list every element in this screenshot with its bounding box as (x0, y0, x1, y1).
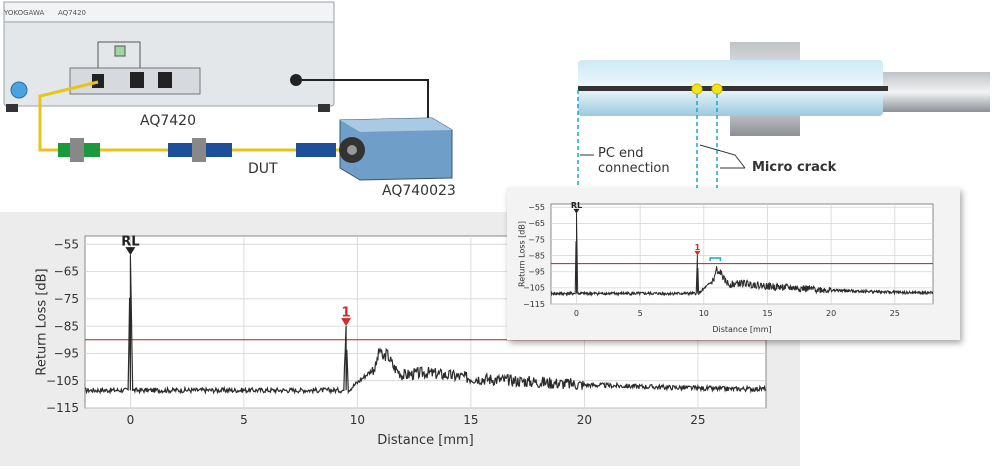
connector-blue (296, 143, 336, 157)
inset-x-tick-label: 5 (638, 309, 643, 318)
fiber-cable (38, 80, 440, 152)
inset-marker-label: RL (571, 201, 582, 210)
aq740023-adapter (339, 117, 453, 181)
inset-crack-bracket (709, 257, 722, 262)
main-y-tick-label: −85 (54, 319, 79, 333)
main-y-axis-label: Return Loss [dB] (34, 268, 49, 375)
inset-marker-triangle (573, 208, 580, 214)
main-y-tick-label: −115 (46, 401, 79, 415)
control-cable (296, 79, 429, 122)
inset-y-tick-label: −115 (523, 300, 545, 309)
main-y-tick-label: −95 (54, 347, 79, 361)
main-return-loss-trace (84, 255, 766, 395)
instrument-foot-left (6, 104, 18, 112)
pc-end-annotation: PC end connection (598, 146, 670, 176)
main-x-tick-label: 20 (577, 413, 592, 427)
inset-x-tick-label: 0 (574, 309, 579, 318)
inset-y-tick-label: −105 (523, 284, 545, 293)
main-x-tick-label: 10 (350, 413, 365, 427)
inset-y-tick-label: −55 (528, 203, 545, 212)
main-x-tick-label: 0 (127, 413, 135, 427)
port-icon (130, 72, 144, 88)
port-icon (92, 74, 104, 88)
fiber-core (578, 86, 888, 91)
adapter-icon (192, 138, 206, 162)
inset-x-tick-label: 25 (890, 309, 900, 318)
indicator-icon (114, 45, 126, 57)
instrument-model-small: AQ7420 (58, 9, 86, 17)
main-marker-triangle (341, 318, 352, 327)
main-x-tick-label: 25 (690, 413, 705, 427)
main-marker-label: 1 (342, 306, 351, 321)
inset-x-tick-label: 10 (699, 309, 709, 318)
instrument-foot-right (318, 104, 330, 112)
inset-return-loss-trace (550, 213, 934, 297)
inset-x-tick-label: 15 (762, 309, 772, 318)
inset-plot-area (550, 203, 934, 305)
inset-x-tick-label: 20 (826, 309, 836, 318)
inset-y-tick-label: −75 (528, 235, 545, 244)
adapter-icon (70, 138, 84, 162)
inset-y-tick-label: −65 (528, 219, 545, 228)
instrument-brand: YOKOGAWA (4, 9, 45, 17)
micro-crack-annotation: Micro crack (752, 160, 837, 175)
main-x-tick-label: 15 (463, 413, 478, 427)
crack-leader-a (699, 144, 746, 169)
inset-x-axis-label: Distance [mm] (712, 325, 771, 334)
inset-y-tick-label: −95 (528, 268, 545, 277)
setup-illustration (3, 1, 453, 181)
main-x-tick-label: 5 (240, 413, 248, 427)
main-y-tick-label: −75 (54, 292, 79, 306)
inset-y-axis-label: Return Loss [dB] (518, 221, 527, 287)
main-x-axis-label: Distance [mm] (377, 433, 473, 448)
pc-end-line1: PC end (598, 146, 644, 161)
aq7420-instrument (3, 1, 335, 112)
main-y-tick-label: −65 (54, 265, 79, 279)
inset-marker-label: 1 (695, 243, 701, 252)
main-y-tick-label: −105 (46, 374, 79, 388)
inset-marker-triangle (694, 250, 701, 256)
main-y-tick-label: −55 (54, 237, 79, 251)
main-marker-label: RL (121, 235, 139, 250)
adapter-label: AQ740023 (382, 183, 456, 199)
instrument-label: AQ7420 (140, 113, 196, 129)
dut-label: DUT (248, 161, 278, 177)
inset-chart: 0 5 10 15 20 25 −55 −65 −75 −85 −95 −105 −115 RL 1Dist… (518, 201, 934, 334)
power-button-icon (10, 81, 28, 99)
pc-end-line2: connection (598, 161, 670, 176)
port-icon (158, 72, 172, 88)
inset-y-tick-label: −85 (528, 251, 545, 260)
ferrule-illustration (578, 42, 990, 136)
main-marker-triangle (125, 247, 136, 256)
